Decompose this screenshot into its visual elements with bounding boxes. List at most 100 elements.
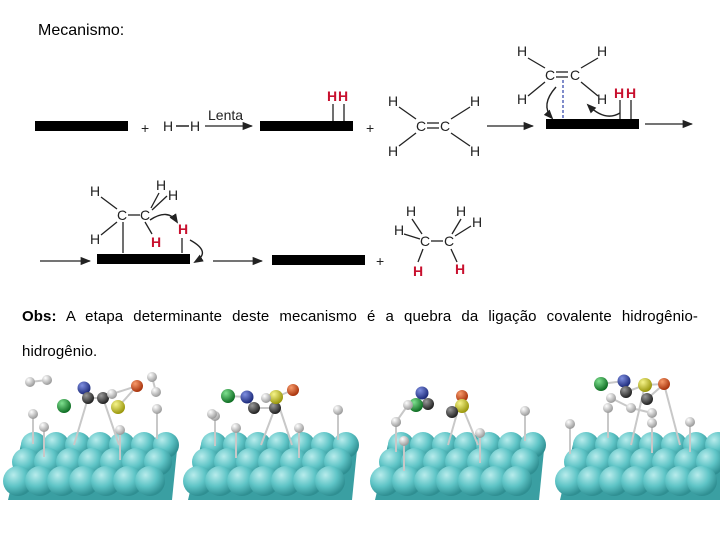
chlorine-atom — [221, 389, 235, 403]
catalyst-surface-4 — [97, 254, 190, 264]
carbon-label: C — [570, 67, 580, 83]
ethylene-approach: H H H H C C — [517, 43, 621, 120]
hydrogen-label: H — [163, 118, 173, 134]
hydrogen-label: H — [190, 118, 200, 134]
adsorbed-h-label: H — [338, 88, 348, 104]
observation-note: Obs: A etapa determinante deste mecanism… — [22, 299, 698, 369]
hydrogen-label: H — [597, 91, 607, 107]
hydrogen-atom — [294, 423, 304, 433]
sulfur-atom — [638, 378, 652, 392]
oxygen-atom — [658, 378, 670, 390]
hydrogen-label: H — [472, 214, 482, 230]
catalyst-surface-5 — [272, 255, 365, 265]
hydrogen-label: H — [388, 93, 398, 109]
hydrogen-atom — [399, 436, 409, 446]
surface-atom — [205, 466, 235, 496]
surface-atom — [271, 466, 301, 496]
hydrogen-label: H — [517, 91, 527, 107]
carbon-label: C — [117, 207, 127, 223]
chlorine-atom — [409, 398, 423, 412]
hydrogen-atom — [261, 393, 271, 403]
slow-step-label: Lenta — [208, 107, 243, 123]
hydrogen-atom — [391, 417, 401, 427]
model-panel-1 — [3, 372, 179, 500]
surface-atom — [3, 466, 33, 496]
oxygen-atom — [456, 390, 468, 402]
surface-atom — [113, 466, 143, 496]
sulfur-atom — [455, 399, 469, 413]
surface-atom — [249, 466, 279, 496]
carbon-atom — [82, 392, 94, 404]
surface-atom — [599, 466, 629, 496]
hydrogen-atom — [647, 408, 657, 418]
surface-atom — [480, 466, 510, 496]
surface-atom — [25, 466, 55, 496]
plus-sign: + — [376, 253, 384, 269]
hydrogen-atom — [42, 375, 52, 385]
reaction-row-2: H H H H C C H H + H H H H — [40, 177, 482, 279]
hydrogen-atom — [152, 404, 162, 414]
surface-atom — [414, 466, 444, 496]
sulfur-atom — [111, 400, 125, 414]
surface-atom — [91, 466, 121, 496]
surface-atom — [315, 466, 345, 496]
adsorbed-h-label: H — [626, 85, 636, 101]
carbon-label: C — [140, 207, 150, 223]
surface-atom — [227, 466, 257, 496]
nitrogen-atom — [617, 374, 631, 388]
hydrogen-label: H — [517, 43, 527, 59]
half-hydrogenated-intermediate: H H H H C C H H — [90, 177, 204, 263]
hydrogen-atom — [626, 403, 636, 413]
hydrogen-atom — [28, 409, 38, 419]
surface-atom — [502, 466, 532, 496]
chlorine-atom — [594, 377, 608, 391]
hydrogen-label: H — [470, 143, 480, 159]
hydrogen-atom — [475, 428, 485, 438]
surface-atom — [458, 466, 488, 496]
hydrogen-atom — [685, 417, 695, 427]
hydrogen-atom — [207, 409, 217, 419]
carbon-atom — [269, 402, 281, 414]
mechanism-title: Mecanismo: — [38, 22, 125, 39]
surface-atom — [555, 466, 585, 496]
surface-atom — [577, 466, 607, 496]
hydrogen-label: H — [388, 143, 398, 159]
model-panel-3 — [370, 386, 546, 500]
hydrogen-atom — [403, 400, 413, 410]
hydrogen-atom — [606, 393, 616, 403]
obs-label: Obs: — [22, 308, 57, 325]
hydrogen-label: H — [394, 222, 404, 238]
nitrogen-atom — [77, 381, 91, 395]
model-panel-4 — [555, 374, 720, 500]
catalyst-surface-1 — [35, 121, 128, 131]
carbon-atom — [97, 392, 109, 404]
hydrogen-label: H — [456, 203, 466, 219]
molecular-model-panels — [3, 372, 720, 500]
hydrogen-atom — [115, 425, 125, 435]
hydrogen-atom — [147, 372, 157, 382]
catalyst-surface-2 — [260, 121, 353, 131]
adsorbed-h-label: H — [178, 221, 188, 237]
carbon-atom — [422, 398, 434, 410]
carbon-label: C — [416, 118, 426, 134]
hydrogen-label: H — [406, 203, 416, 219]
added-h-label: H — [455, 261, 465, 277]
surface-atom — [370, 466, 400, 496]
surface-atom — [643, 466, 673, 496]
hydrogen-label: H — [470, 93, 480, 109]
hydrogen-atom — [25, 377, 35, 387]
plus-sign: + — [366, 120, 374, 136]
surface-atom — [621, 466, 651, 496]
chlorine-atom — [57, 399, 71, 413]
hydrogen-label: H — [156, 177, 166, 193]
carbon-atom — [446, 406, 458, 418]
hydrogen-label: H — [90, 183, 100, 199]
hydrogen-atom — [647, 418, 657, 428]
surface-atom — [47, 466, 77, 496]
hydrogen-atom — [39, 422, 49, 432]
carbon-atom — [248, 402, 260, 414]
catalyst-surface-3 — [546, 119, 639, 129]
hydrogen-atom — [231, 423, 241, 433]
surface-atom — [69, 466, 99, 496]
